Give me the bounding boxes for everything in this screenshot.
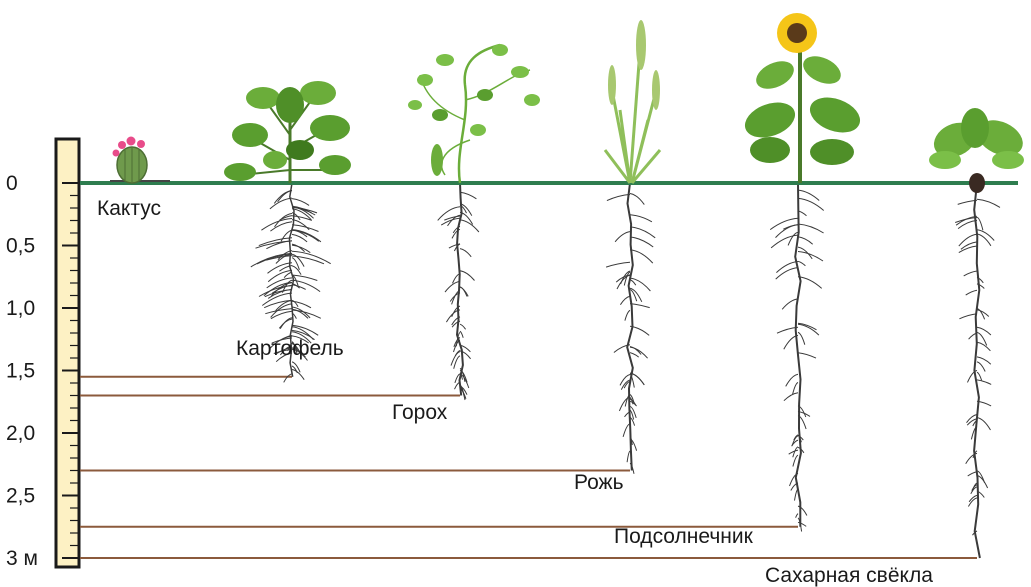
depth-tick-label: 2,5 [6,485,35,508]
depth-tick-labels: 0 0,5 1,0 1,5 2,0 2,5 3 м [6,172,38,570]
rye-illustration [605,20,660,183]
root-system-rye [606,183,655,474]
label-sugarbeet: Сахарная свёкла [765,565,933,586]
sugarbeet-illustration [928,108,1028,193]
depth-tick-label: 2,0 [6,422,35,445]
pea-illustration [408,44,540,183]
label-pea: Горох [392,402,447,423]
label-cactus: Кактус [97,198,161,219]
depth-ruler [56,139,79,567]
depth-tick-label: 0 [6,172,18,195]
depth-tick-label: 1,0 [6,297,35,320]
root-system-sunflower [770,183,824,532]
root-system-sugarbeet [955,183,1000,558]
sunflower-illustration [740,13,865,183]
label-potato: Картофель [236,338,344,359]
plants-above-ground [110,13,1029,193]
depth-tick-label: 3 м [6,547,38,570]
label-rye: Рожь [574,472,624,493]
depth-tick-label: 0,5 [6,235,35,258]
potato-illustration [224,81,351,183]
cactus-illustration [110,137,170,184]
sunflower-head [777,13,817,53]
depth-lines [80,377,977,558]
root-systems [251,183,1000,558]
ruler-body [56,139,79,567]
label-sunflower: Подсолнечник [614,526,753,547]
depth-tick-label: 1,5 [6,360,35,383]
root-system-pea [438,183,479,400]
